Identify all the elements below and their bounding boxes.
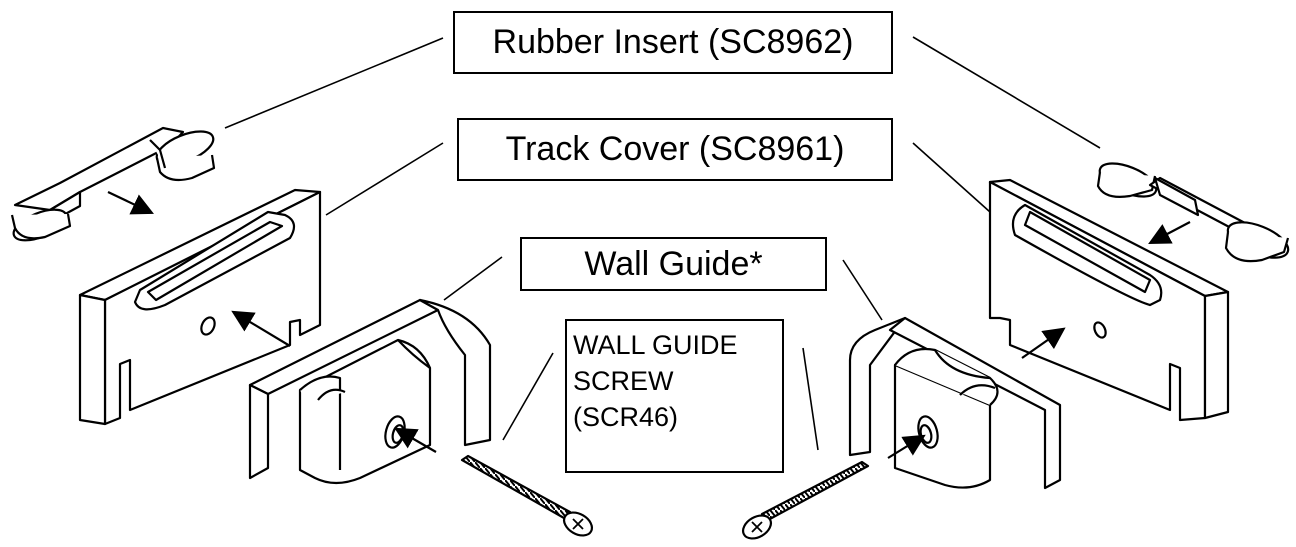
rubber-insert-right [1096, 162, 1290, 263]
wall-guide-screw-label-line-2: SCREW [573, 366, 674, 396]
wall-guide-right [848, 316, 1062, 490]
track-cover-left [78, 188, 322, 426]
wall-guide-screw-left [460, 454, 594, 537]
wall-guide-screw-label-line-1: WALL GUIDE [573, 330, 738, 360]
rubber-insert-left [10, 126, 216, 242]
wall-guide-label: Wall Guide* [520, 237, 827, 291]
track-cover-right [988, 178, 1230, 422]
wall-guide-screw-label: WALL GUIDE SCREW (SCR46) [565, 319, 784, 473]
rubber-insert-label: Rubber Insert (SC8962) [453, 11, 893, 74]
wall-guide-screw-label-line-3: (SCR46) [573, 402, 679, 432]
leader-lines [224, 36, 1101, 451]
wall-guide-screw-right [741, 460, 870, 540]
track-cover-label: Track Cover (SC8961) [457, 118, 893, 181]
assembly-arrows [107, 191, 1191, 459]
